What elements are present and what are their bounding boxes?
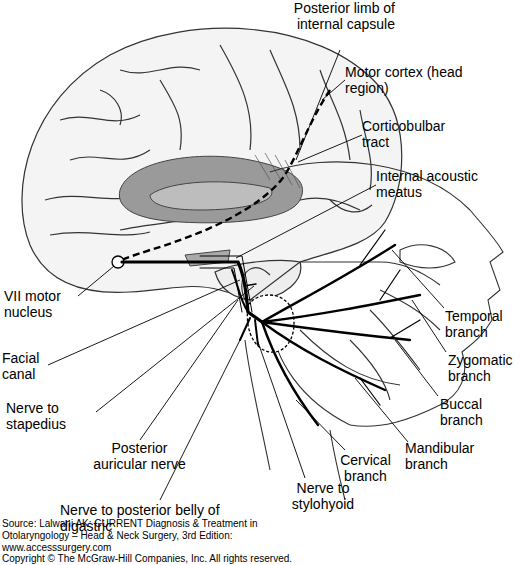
leader-line bbox=[392, 250, 444, 308]
structure-label: VII motor nucleus bbox=[4, 288, 84, 320]
caudate-tail bbox=[150, 182, 272, 210]
eye-socket bbox=[400, 245, 455, 268]
leader-line bbox=[48, 280, 240, 365]
leader-line bbox=[78, 266, 114, 296]
nerve-label: Posterior auricular nerve bbox=[92, 440, 187, 472]
leader-line bbox=[412, 300, 446, 352]
minor-branches bbox=[360, 230, 420, 405]
structure-label: Corticobulbar tract bbox=[362, 118, 467, 150]
temporal-branch bbox=[262, 245, 395, 322]
skull-base bbox=[250, 262, 440, 300]
leader-line bbox=[298, 135, 362, 162]
mandibular-branch bbox=[262, 322, 385, 390]
leader-line bbox=[395, 340, 438, 396]
corticobulbar-tract bbox=[118, 90, 330, 262]
leader-line bbox=[258, 342, 305, 478]
copyright-note: Copyright © The McGraw-Hill Companies, I… bbox=[2, 553, 402, 565]
brain-outline bbox=[22, 28, 402, 294]
cervical-branch bbox=[262, 322, 318, 425]
branch-label: Mandibular branch bbox=[405, 440, 500, 472]
structure-label: Facial canal bbox=[2, 350, 62, 382]
facial-nerve bbox=[122, 230, 420, 425]
facial-canal-outline bbox=[200, 256, 252, 312]
zygomatic-branch bbox=[262, 295, 420, 322]
branch-label: Buccal branch bbox=[440, 396, 510, 428]
source-note: Source: Lalwani AK: CURRENT Diagnosis & … bbox=[2, 518, 272, 554]
leader-line bbox=[160, 336, 242, 500]
lentiform-nucleus bbox=[119, 156, 302, 223]
branch-label: Temporal branch bbox=[445, 308, 520, 340]
leader-lines bbox=[48, 50, 446, 500]
leader-line bbox=[296, 50, 340, 160]
leader-line bbox=[296, 400, 345, 450]
leader-line bbox=[140, 300, 238, 440]
structure-label: Posterior limb of internal capsule bbox=[255, 0, 395, 32]
nerve-to-stapedius bbox=[244, 284, 256, 286]
nerve-label: Nerve to stylohyoid bbox=[283, 480, 363, 512]
nerve-label: Nerve to stapedius bbox=[6, 400, 101, 432]
leader-line bbox=[322, 80, 345, 100]
leader-line bbox=[236, 185, 376, 258]
branch-label: Cervical branch bbox=[328, 452, 403, 484]
stylohyoid-branch bbox=[255, 320, 258, 345]
facial-nerve-trunk bbox=[122, 262, 262, 322]
brain bbox=[22, 28, 402, 300]
structure-label: Motor cortex (head region) bbox=[345, 64, 465, 96]
skull-outline bbox=[270, 162, 503, 426]
leader-line bbox=[355, 378, 408, 442]
structure-label: Internal acoustic meatus bbox=[376, 168, 486, 200]
branch-label: Zygomatic branch bbox=[448, 352, 520, 384]
leader-line bbox=[96, 286, 254, 412]
